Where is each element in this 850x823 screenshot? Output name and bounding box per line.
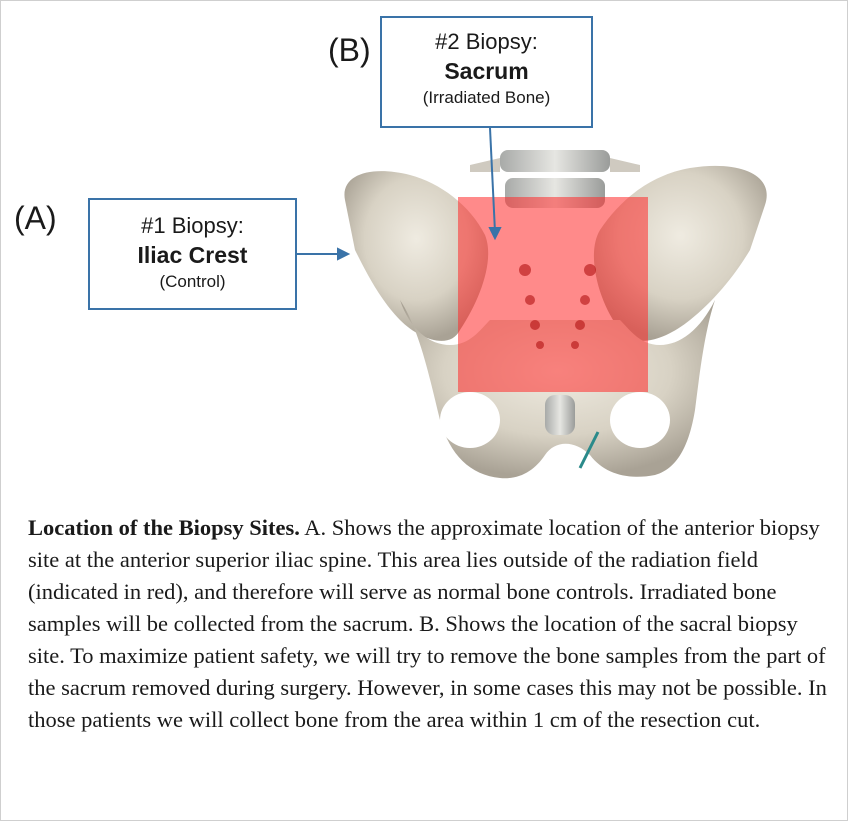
caption-body: A. Shows the approximate location of the… [28,515,827,732]
label-a: (A) [14,202,57,234]
callout-b-site: Sacrum [382,56,591,86]
label-b: (B) [328,34,371,66]
figure-caption: Location of the Biopsy Sites. A. Shows t… [28,512,838,736]
radiation-field [458,197,648,392]
left-obturator [440,392,500,448]
right-obturator [610,392,670,448]
arrow-a [297,249,348,259]
callout-b-title: #2 Biopsy: [382,28,591,56]
callout-b-note: (Irradiated Bone) [382,86,591,110]
pubic-symphysis [545,395,575,435]
lumbar-vertebra-top [500,150,610,172]
caption-lead: Location of the Biopsy Sites. [28,515,300,540]
callout-a-note: (Control) [90,270,295,294]
callout-sacrum: #2 Biopsy: Sacrum (Irradiated Bone) [380,16,593,128]
callout-a-site: Iliac Crest [90,240,295,270]
callout-iliac-crest: #1 Biopsy: Iliac Crest (Control) [88,198,297,310]
callout-a-title: #1 Biopsy: [90,212,295,240]
